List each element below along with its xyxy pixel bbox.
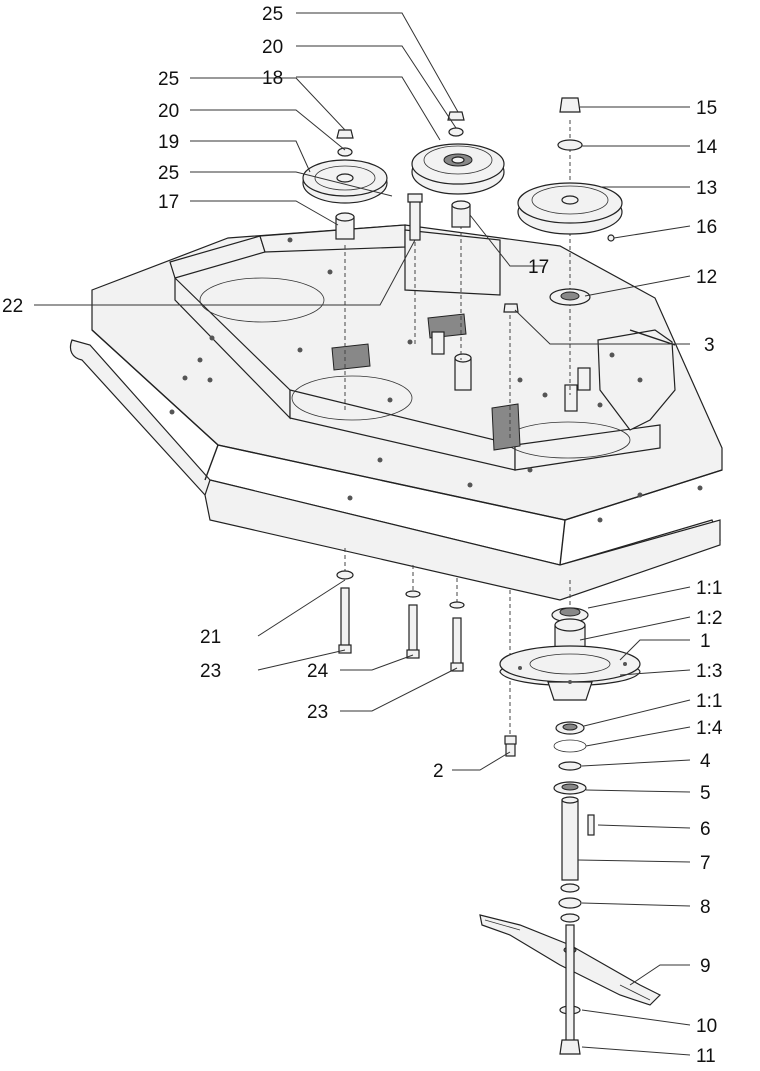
- callout-2: 2: [433, 761, 444, 782]
- washer-20-left: [337, 147, 353, 157]
- callout-20: 20: [158, 101, 179, 122]
- key-6: [587, 814, 595, 836]
- seal-5: [553, 781, 587, 795]
- callout-5: 5: [700, 783, 711, 804]
- callout-23: 23: [200, 661, 221, 682]
- callout-23: 23: [307, 702, 328, 723]
- idler-pulley-19: [302, 159, 388, 204]
- bushing-12: [549, 288, 591, 306]
- bolt-2: [504, 735, 517, 757]
- callout-10: 10: [696, 1016, 717, 1037]
- bolt-24: [405, 590, 421, 659]
- callout-25: 25: [262, 4, 283, 25]
- callout-11: 11: [696, 1046, 716, 1067]
- callout-4: 4: [700, 751, 711, 772]
- grease-fitting-16: [607, 234, 615, 242]
- callout-9: 9: [700, 956, 711, 977]
- washer-20-top: [448, 127, 464, 137]
- callout-8: 8: [700, 897, 711, 918]
- callout-1-3: 1:3: [696, 661, 722, 682]
- spindle-shaft-7: [561, 796, 579, 881]
- washer-4: [558, 761, 582, 771]
- callout-25: 25: [158, 163, 179, 184]
- callout-1-4: 1:4: [696, 718, 723, 739]
- bearing-1-1-top: [551, 607, 589, 623]
- callout-20: 20: [262, 37, 283, 58]
- spacer-17-left: [335, 212, 355, 240]
- spindle-housing-1: [499, 618, 641, 701]
- nut-25-left: [336, 129, 354, 139]
- retaining-ring-1-4: [553, 739, 587, 753]
- callout-19: 19: [158, 132, 179, 153]
- callout-21: 21: [200, 627, 221, 648]
- callout-22: 22: [2, 296, 23, 317]
- nut-3: [503, 303, 519, 313]
- callout-1-2: 1:2: [696, 608, 722, 629]
- bolt-23-left: [338, 587, 352, 654]
- callout-18: 18: [262, 68, 283, 89]
- callout-6: 6: [700, 819, 711, 840]
- callout-1: 1: [700, 631, 711, 652]
- leader-lines: [34, 12, 691, 1056]
- callout-3: 3: [704, 335, 715, 356]
- bolt-23-right: [449, 601, 465, 672]
- callout-7: 7: [700, 853, 711, 874]
- callout-16: 16: [696, 217, 717, 238]
- mower-deck: [69, 224, 723, 601]
- callout-labels: 25 20 18 25 20 19 25 17 22 15 14 13 16 1…: [2, 4, 723, 1067]
- bolt-11: [559, 924, 581, 1055]
- callout-25: 25: [158, 69, 179, 90]
- spacer-17-right: [451, 200, 471, 228]
- callout-13: 13: [696, 178, 717, 199]
- nut-15: [559, 97, 581, 113]
- pulley-18: [411, 143, 505, 195]
- callout-17: 17: [158, 192, 179, 213]
- bearing-1-1-bottom: [555, 721, 585, 735]
- callout-24: 24: [307, 661, 329, 682]
- washer-21: [336, 570, 354, 580]
- bolt-22: [407, 193, 423, 241]
- callout-15: 15: [696, 98, 717, 119]
- spacer-8: [558, 883, 582, 923]
- callout-14: 14: [696, 137, 718, 158]
- callout-1-1: 1:1: [696, 578, 722, 599]
- callout-17: 17: [528, 257, 549, 278]
- callout-1-1: 1:1: [696, 691, 722, 712]
- pulley-13: [517, 182, 623, 235]
- washer-14: [557, 139, 583, 151]
- callout-12: 12: [696, 267, 717, 288]
